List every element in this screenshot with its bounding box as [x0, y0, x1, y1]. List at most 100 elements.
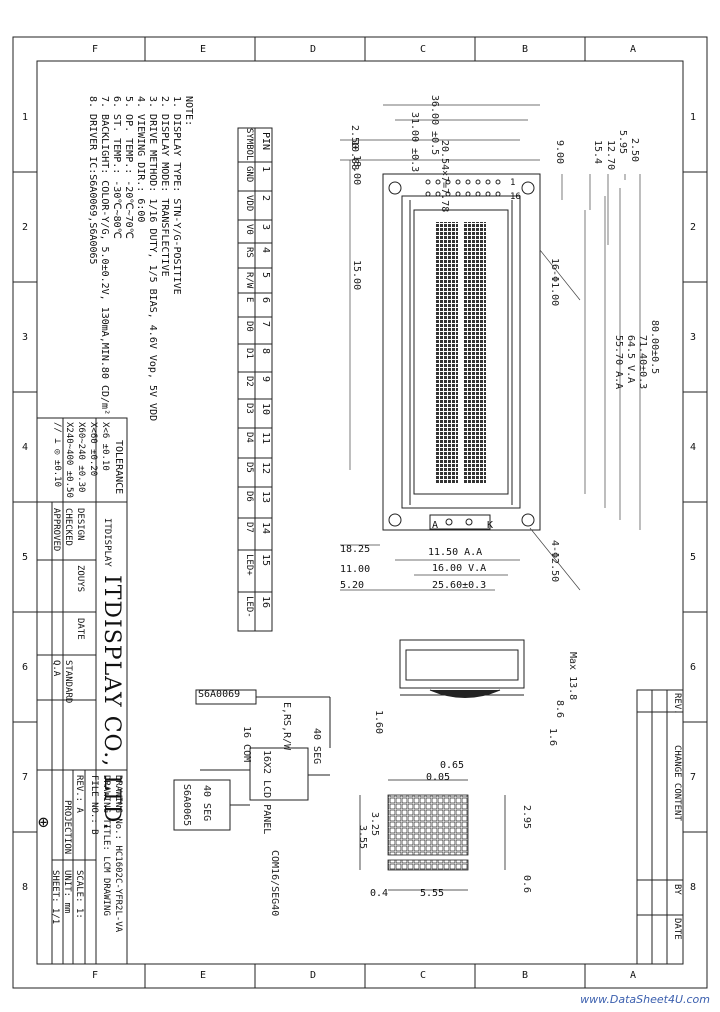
note-line-2: 2. DISPLAY MODE: TRANSFLECTIVE: [159, 96, 170, 277]
row-number-7: 7: [22, 772, 29, 783]
dim-char-0-65: 0.65: [440, 760, 465, 771]
notes-title: NOTE:: [183, 96, 194, 127]
dim-pin-holes: 16-Φ1.00: [549, 258, 560, 307]
row-number-1-right: 1: [690, 112, 697, 123]
ic-s6a0069: S6A0069: [198, 689, 241, 700]
col-letter-B: B: [522, 44, 529, 55]
design-value: ZOUYS: [75, 565, 85, 593]
dim-char-0-4: 0.4: [370, 888, 389, 899]
pin-table-grid: [237, 127, 273, 632]
note-line-3: 3. DRIVE METHOD: 1/16 DUTY, 1/5 BIAS, 4.…: [147, 96, 158, 422]
dim-mount-holes: 4-Φ2.50: [549, 540, 560, 583]
design-label: DESIGN: [75, 508, 85, 541]
col-letter-E: E: [200, 44, 207, 55]
date-header: DATE: [672, 918, 682, 940]
checked-label: CHECKED: [63, 508, 73, 546]
pin-number: 3: [260, 224, 271, 231]
signal-label: E,RS,R/W: [281, 702, 292, 751]
char-grid: [436, 222, 486, 484]
pin-symbol: D1: [244, 348, 254, 359]
title-block: [36, 417, 128, 965]
dim-15-00: 15.00: [351, 260, 362, 291]
dim-max-height: Max 13.8: [567, 652, 578, 701]
pin-symbol: D3: [244, 403, 254, 414]
dim-right-5-95: 5.95: [617, 130, 628, 155]
drawing-number: DRAWING No.: HC1602C-YFR2L-VA: [113, 775, 123, 933]
dim-hole-length: 71.40±0.3: [637, 335, 648, 390]
col-letter-F: F: [92, 44, 99, 55]
pin-symbol: RS: [244, 247, 254, 258]
com-label: 16 COM: [241, 726, 252, 763]
dim-char-2-95: 2.95: [521, 805, 532, 830]
company-logo: ITDISPLAY: [102, 518, 112, 567]
pin-number: 14: [260, 522, 271, 535]
change-content-header: CHANGE CONTENT: [672, 745, 682, 821]
approved-label: APPROVED: [51, 508, 61, 552]
row-number-4: 4: [22, 442, 29, 453]
dim-5-20: 5.20: [340, 580, 365, 591]
col-letter-E-bottom: E: [200, 970, 207, 981]
dim-right-15-4: 15.4: [592, 140, 603, 165]
file-number: FILE NO.: B: [89, 775, 99, 835]
pin-symbol: VDD: [244, 195, 254, 212]
drawing-title: DRAWING TITLE: LCM DRAWING: [101, 775, 111, 916]
pin-number: 9: [260, 376, 271, 383]
pin-16-label: 16: [510, 192, 521, 202]
pin-number: 1: [260, 166, 271, 173]
pin-symbol: D2: [244, 376, 254, 387]
col-letter-C: C: [420, 44, 427, 55]
dim-18-25: 18.25: [340, 544, 371, 555]
dim-side-8-6: 8.6: [554, 700, 565, 719]
row-number-6: 6: [22, 662, 29, 673]
pin-symbol: D4: [244, 432, 254, 443]
dim-16-00-va: 16.00 V.A: [432, 563, 487, 574]
lcd-panel-label: 16X2 LCD PANEL: [261, 750, 272, 835]
row-number-1: 1: [22, 112, 29, 123]
col-letter-B-bottom: B: [522, 970, 529, 981]
note-line-5: 5. OP. TEMP.: -20℃~70℃: [123, 96, 134, 239]
pin-symbol: D6: [244, 491, 254, 502]
tolerance-title: TOLERANCE: [113, 440, 124, 495]
dim-25-60: 25.60±0.3: [432, 580, 487, 591]
projection-symbol-icon: ⊕: [38, 812, 49, 833]
pin-symbol: E: [244, 297, 254, 303]
tolerance-row-4: X240~400 ±0.50: [64, 422, 74, 498]
pin-symbol: D5: [244, 462, 254, 473]
pin-symbol: D0: [244, 321, 254, 332]
row-number-3-right: 3: [690, 332, 697, 343]
anode-label: A: [432, 520, 439, 531]
pin-number: 2: [260, 195, 271, 202]
pin-symbol: GND: [244, 166, 254, 183]
pin-symbol: R/W: [244, 272, 254, 289]
watermark-link[interactable]: www.DataSheet4U.com: [580, 993, 710, 1006]
dim-11-00: 11.00: [340, 564, 371, 575]
dim-overall-length: 80.00±0.5: [649, 320, 660, 375]
pin-number: 13: [260, 491, 271, 504]
revision-value: REV.: A: [74, 775, 84, 813]
seg-label-2: 40 SEG: [201, 785, 212, 822]
pin-number: 5: [260, 272, 271, 279]
pin-symbol: LED+: [244, 554, 254, 576]
pin-number: 11: [260, 432, 271, 445]
tolerance-row-3: X60~240 ±0.30: [76, 422, 86, 493]
side-view: [399, 639, 525, 698]
dim-char-0-05: 0.05: [426, 772, 451, 783]
row-number-5: 5: [22, 552, 29, 563]
rev-header: REV.: [672, 693, 682, 715]
tolerance-row-5: // ⊥ ◎ ±0.10: [52, 422, 62, 488]
dimension-lines: [340, 104, 641, 591]
row-number-7-right: 7: [690, 772, 697, 783]
row-number-2: 2: [22, 222, 29, 233]
pin-number: 4: [260, 247, 271, 254]
unit-value: UNIT: mm: [62, 870, 72, 914]
symbol-header: SYMBOL: [244, 128, 254, 161]
dim-18-00: 18.00: [351, 155, 362, 186]
note-line-7: 7. BACKLIGHT: COLOR-Y/G, 5.0±0.2V, 130mA…: [99, 96, 110, 416]
pin-header: PIN: [260, 132, 271, 151]
lcm-outline: [382, 173, 541, 531]
row-number-8-right: 8: [690, 882, 697, 893]
note-line-8: 8. DRIVER IC:S6A0069,S6A0065: [87, 96, 98, 265]
dim-side-1-60: 1.60: [373, 710, 384, 735]
row-number-8: 8: [22, 882, 29, 893]
